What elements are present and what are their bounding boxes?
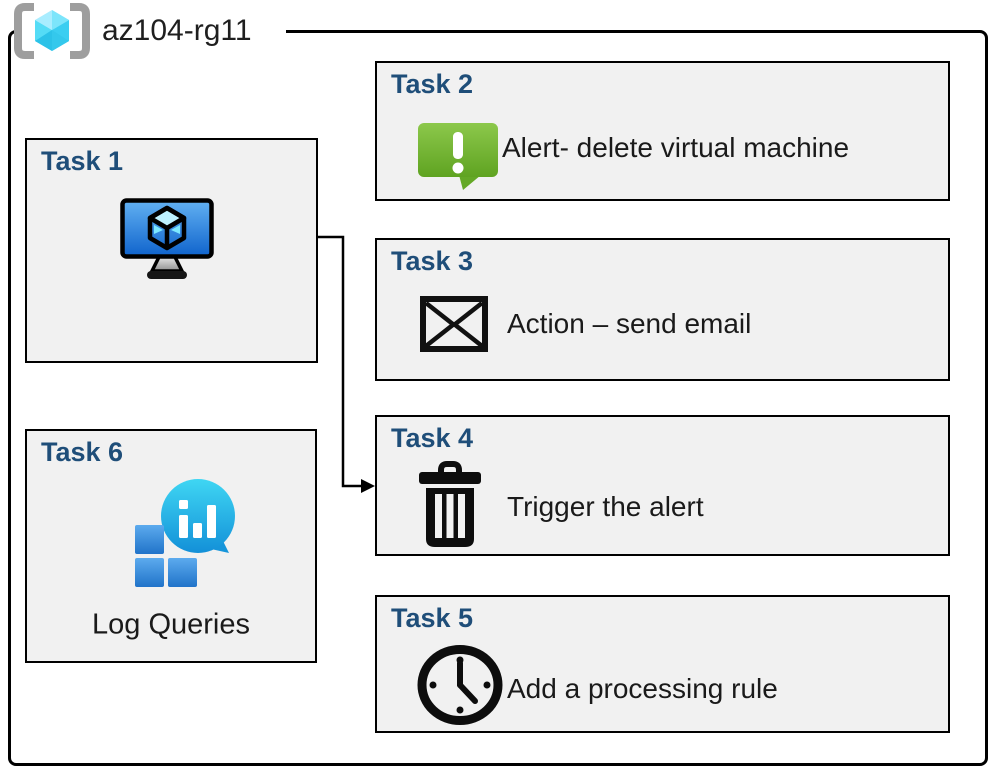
task-2-box: Task 2 Alert- delete virtual machine bbox=[375, 61, 950, 201]
virtual-machine-icon bbox=[120, 198, 214, 282]
task-3-heading: Task 3 bbox=[391, 246, 474, 276]
alert-message-icon bbox=[417, 119, 499, 191]
task-2-label: Alert- delete virtual machine bbox=[502, 132, 850, 163]
task-5-heading: Task 5 bbox=[391, 603, 474, 633]
task-4-box: Task 4 Trigger the alert bbox=[375, 415, 950, 556]
task-5-box: Task 5 Add a processing rule bbox=[375, 595, 950, 733]
task-4-heading: Task 4 bbox=[391, 423, 474, 453]
clock-icon bbox=[417, 645, 503, 725]
task-1-heading: Task 1 bbox=[41, 146, 124, 176]
resource-group-title: az104-rg11 bbox=[102, 14, 252, 47]
task-6-label: Log Queries bbox=[92, 608, 250, 641]
resource-group-icon bbox=[12, 2, 92, 60]
log-analytics-icon bbox=[135, 479, 236, 587]
task-1-box: Task 1 az104 bbox=[25, 138, 318, 472]
email-envelope-icon bbox=[420, 296, 488, 352]
task-3-label: Action – send email bbox=[507, 308, 752, 339]
task-4-label: Trigger the alert bbox=[507, 491, 704, 522]
task-2-heading: Task 2 bbox=[391, 69, 474, 99]
task-3-box: Task 3 Action – send email bbox=[375, 238, 950, 381]
task-5-label: Add a processing rule bbox=[507, 673, 778, 704]
trash-icon bbox=[417, 461, 483, 549]
task-6-heading: Task 6 bbox=[41, 437, 124, 467]
task-6-box: Task 6 bbox=[25, 429, 317, 663]
